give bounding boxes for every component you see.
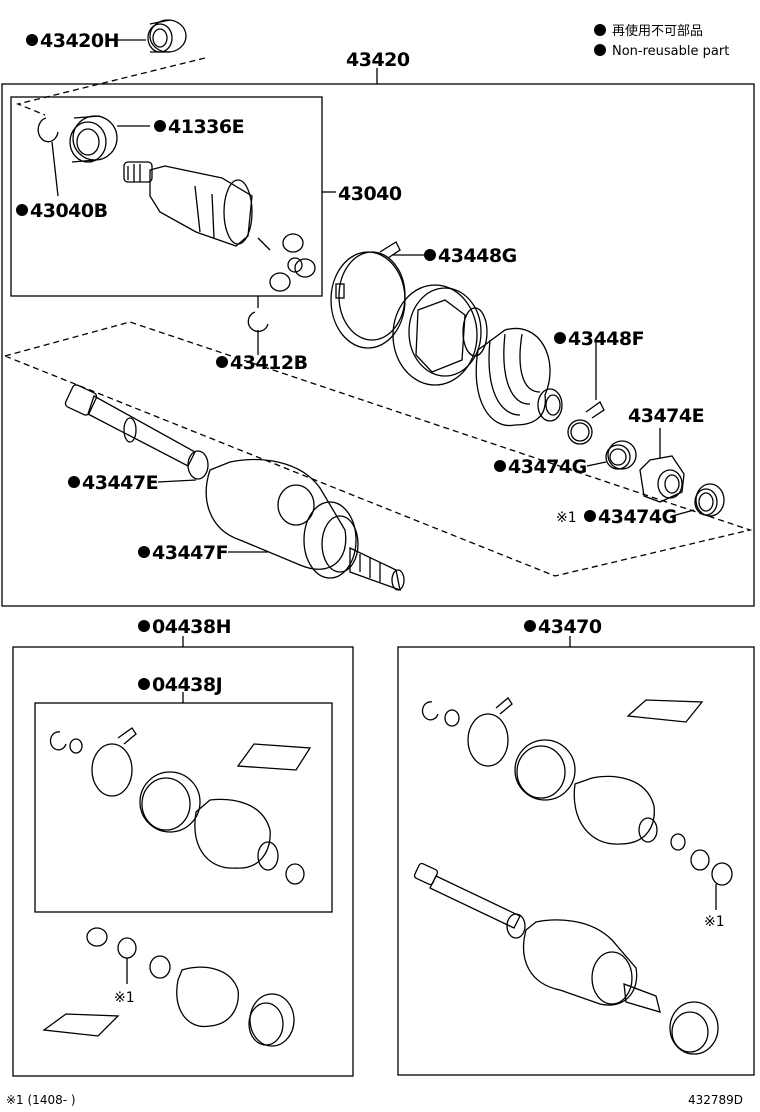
bullet-43412B: [216, 356, 228, 368]
snap-ring-43412B: [247, 311, 269, 333]
note-mark-right: ※1: [704, 914, 725, 930]
legend-bullet-jp: [594, 24, 606, 36]
snap-ring-43040B: [37, 117, 59, 143]
frame-04438J: [34, 702, 333, 913]
bullet-43470: [524, 620, 536, 632]
label-43474G-b: 43474G: [598, 506, 677, 528]
label-43420: 43420: [346, 49, 410, 71]
label-04438J: 04438J: [152, 674, 222, 696]
bullet-43448F: [554, 332, 566, 344]
shaft-assembly-outline: [2, 321, 753, 577]
label-43447F: 43447F: [152, 542, 228, 564]
seal-43420H: [147, 19, 187, 53]
label-41336E: 41336E: [168, 116, 244, 138]
diagram-id: 432789D: [688, 1093, 743, 1107]
inboard-joint-housing: [123, 161, 253, 247]
frame-43040: [10, 96, 323, 297]
label-43412B: 43412B: [230, 352, 308, 374]
label-43040B: 43040B: [30, 200, 108, 222]
bullet-43447E: [68, 476, 80, 488]
bullet-43474G-b: [584, 510, 596, 522]
bullet-43420H: [26, 34, 38, 46]
note-mark-upper: ※1: [556, 510, 577, 526]
label-43448G: 43448G: [438, 245, 517, 267]
bullet-43447F: [138, 546, 150, 558]
legend-bullet-en: [594, 44, 606, 56]
frame-43470: [397, 646, 755, 1076]
bullet-04438J: [138, 678, 150, 690]
seal-41336E: [69, 115, 118, 163]
note-mark-left: ※1: [114, 990, 135, 1006]
label-43474G-a: 43474G: [508, 456, 587, 478]
clamp-43448G: [330, 241, 406, 349]
label-43448F: 43448F: [568, 328, 644, 350]
label-04438H: 04438H: [152, 616, 231, 638]
label-43470: 43470: [538, 616, 602, 638]
frame-04438H: [12, 646, 354, 1077]
bullet-04438H: [138, 620, 150, 632]
frame-43420: [1, 83, 755, 607]
bullet-41336E: [154, 120, 166, 132]
kit-04438J-parts: [49, 727, 312, 885]
damper-43474E: [639, 455, 685, 503]
label-43474E: 43474E: [628, 405, 704, 427]
bullet-43474G-a: [494, 460, 506, 472]
ring-43474G-lower: [694, 483, 725, 517]
ring-43474G-upper: [605, 440, 637, 470]
tripod-joint: [257, 233, 316, 292]
boot-inner: [392, 284, 488, 386]
label-43040: 43040: [338, 183, 402, 205]
bullet-43448G: [424, 249, 436, 261]
legend-jp: 再使用不可部品: [612, 23, 703, 39]
footer-note: ※1 (1408- ): [6, 1093, 76, 1107]
kit-43470-parts: [413, 697, 733, 1055]
kit-04438H-parts: [42, 927, 295, 1047]
boot-outer: [475, 327, 563, 427]
legend-en: Non-reusable part: [612, 44, 729, 59]
label-43447E: 43447E: [82, 472, 158, 494]
label-43420H: 43420H: [40, 30, 119, 52]
clamp-43448F: [567, 401, 605, 445]
drive-shaft-upper: [64, 384, 405, 592]
bullet-43040B: [16, 204, 28, 216]
